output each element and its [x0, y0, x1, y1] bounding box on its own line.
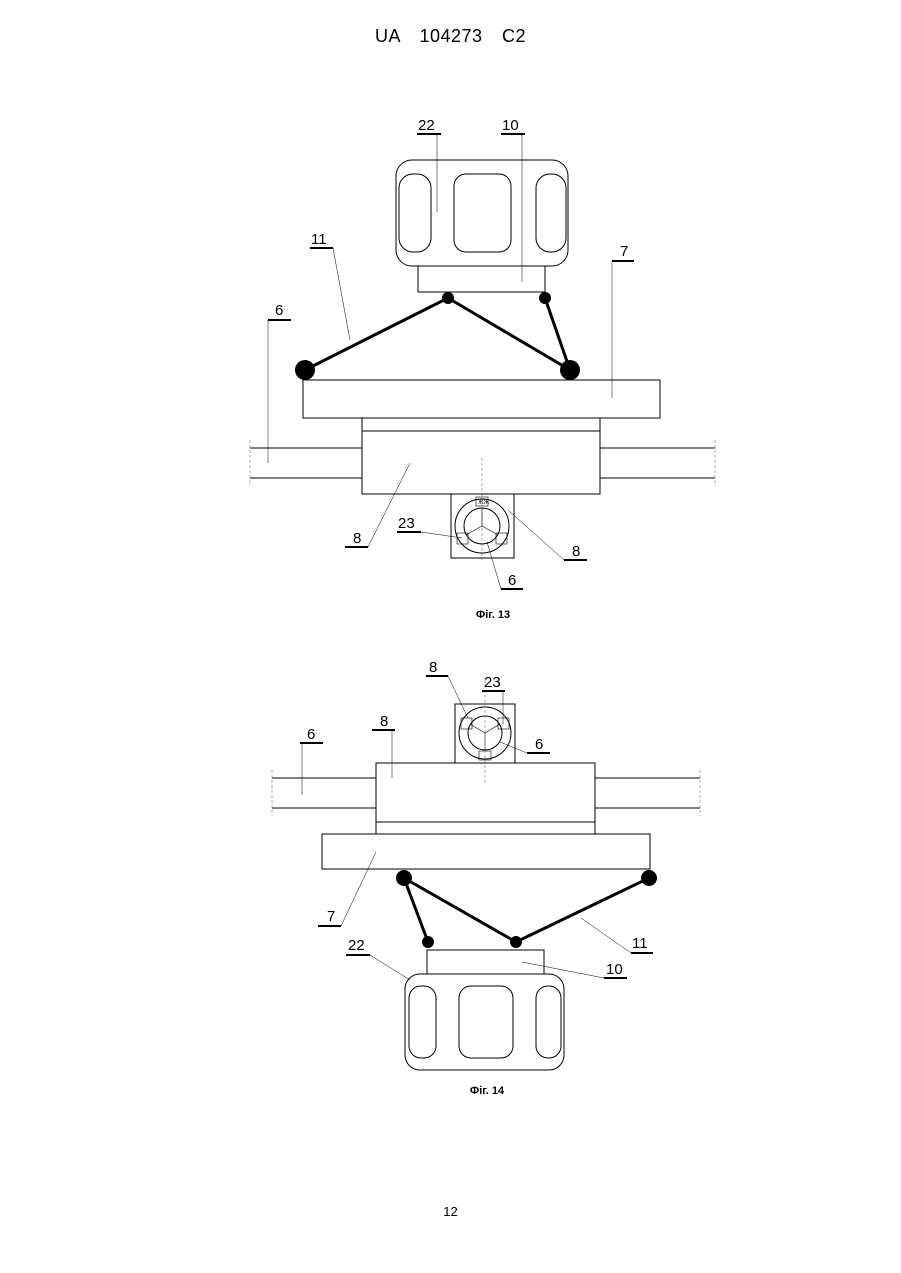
label-6b: 6 [307, 726, 315, 743]
label-7: 7 [327, 908, 335, 925]
label-8b: 8 [380, 713, 388, 730]
gearbox-10 [418, 266, 545, 292]
figure-13-caption: Фіг. 13 [476, 609, 510, 621]
rope-11 [295, 292, 580, 380]
figure-13: ЖЖ 22 10 11 7 6 8 23 8 [250, 117, 715, 621]
figure-14: 8 23 8 6 6 7 11 22 10 [272, 659, 700, 1097]
label-6a: 6 [275, 302, 283, 319]
platform-7 [322, 834, 650, 869]
carriage-8 [376, 763, 595, 834]
rope-11 [396, 870, 657, 948]
gearbox-10 [427, 950, 544, 974]
label-8a: 8 [429, 659, 437, 676]
carriage-8 [362, 418, 600, 494]
label-8b: 8 [572, 543, 580, 560]
label-7: 7 [620, 243, 628, 260]
platform-7 [303, 380, 660, 418]
label-11: 11 [311, 231, 327, 248]
label-11: 11 [632, 935, 648, 952]
page-number: 12 [0, 1204, 901, 1219]
figure-14-callouts: 8 23 8 6 6 7 11 22 10 [300, 659, 653, 980]
label-6a: 6 [535, 736, 543, 753]
rail-6 [250, 440, 715, 486]
label-22: 22 [418, 117, 435, 134]
rail-6 [272, 770, 700, 816]
label-23: 23 [398, 515, 415, 532]
motor-22 [396, 160, 568, 266]
label-6b: 6 [508, 572, 516, 589]
label-22: 22 [348, 937, 365, 954]
motor-22 [405, 974, 564, 1070]
label-23: 23 [484, 674, 501, 691]
label-10: 10 [606, 961, 623, 978]
svg-text:ЖЖ: ЖЖ [478, 500, 490, 506]
figure-14-caption: Фіг. 14 [470, 1085, 505, 1097]
roller-bracket-8: ЖЖ [451, 494, 514, 558]
label-10: 10 [502, 117, 519, 134]
label-8a: 8 [353, 530, 361, 547]
